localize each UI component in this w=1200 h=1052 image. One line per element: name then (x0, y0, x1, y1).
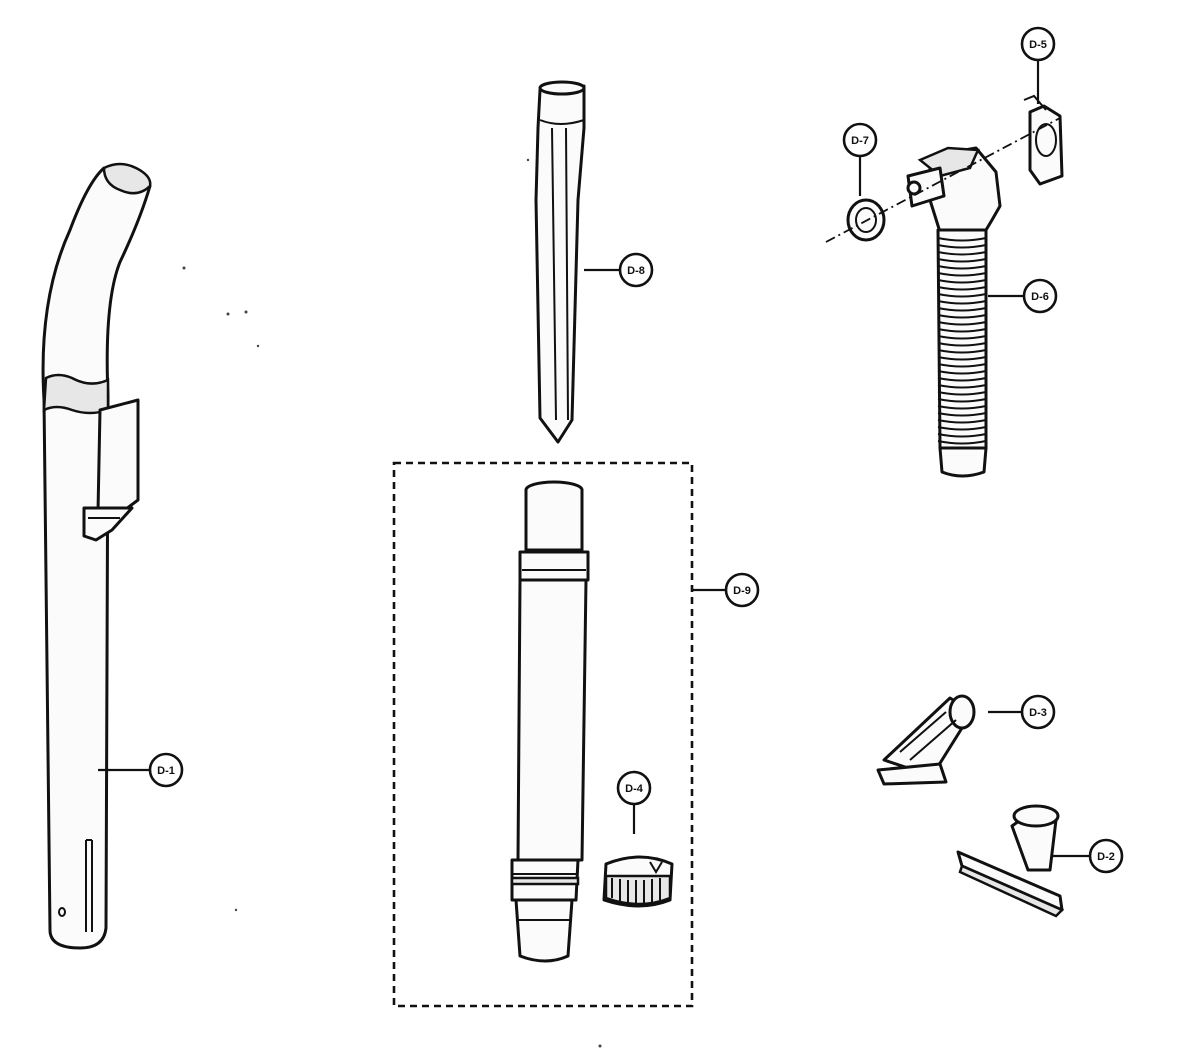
crevice-tool-part (534, 80, 586, 444)
callout-d3: D-3 (1020, 694, 1056, 730)
extension-wand-part (510, 480, 590, 963)
callout-label: D-5 (1029, 39, 1047, 51)
callout-label: D-9 (733, 585, 751, 597)
callout-d4: D-4 (616, 770, 652, 806)
callout-d5: D-5 (1020, 26, 1056, 62)
callout-d2: D-2 (1088, 838, 1124, 874)
callout-label: D-3 (1029, 707, 1047, 719)
callout-d8: D-8 (618, 252, 654, 288)
callout-label: D-4 (625, 783, 644, 795)
callout-d6: D-6 (1022, 278, 1058, 314)
callout-label: D-2 (1097, 851, 1115, 863)
handle-wand-part (41, 162, 152, 950)
assembly-centerline (825, 117, 1061, 243)
hose-elbow-part (906, 146, 1002, 478)
hose-clip-part (1023, 94, 1064, 186)
upholstery-tool-part (956, 804, 1065, 918)
callout-d9: D-9 (724, 572, 760, 608)
d9-assembly-box (392, 461, 694, 1008)
wand-clip-part (602, 855, 674, 908)
callout-label: D-1 (157, 765, 175, 777)
small-crevice-attachment-part (876, 694, 976, 786)
callout-d1: D-1 (148, 752, 184, 788)
callout-label: D-8 (627, 265, 645, 277)
callout-label: D-6 (1031, 291, 1049, 303)
callout-d7: D-7 (842, 122, 878, 158)
callout-label: D-7 (851, 135, 869, 147)
scan-specks (182, 158, 602, 1048)
